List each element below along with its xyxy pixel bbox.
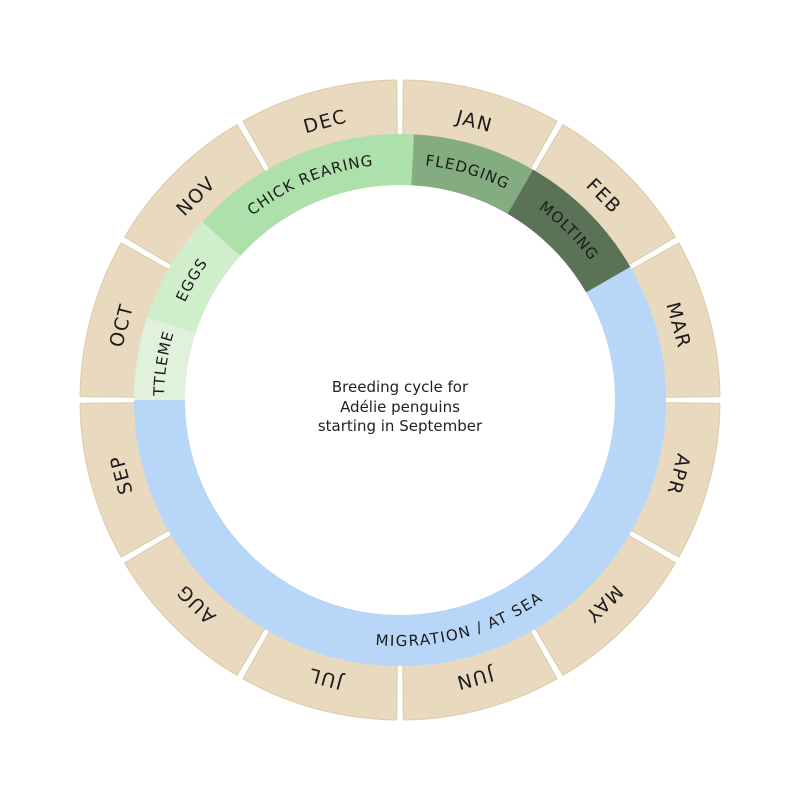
phase-segment-fledging xyxy=(411,134,533,214)
phase-segment-molting xyxy=(507,169,631,293)
phase-segment-settlement xyxy=(134,317,196,400)
center-caption-line-2: Adélie penguins xyxy=(340,398,460,416)
phase-segment-eggs xyxy=(147,222,241,334)
center-caption-line-3: starting in September xyxy=(318,417,483,435)
center-caption: Breeding cycle for Adélie penguins start… xyxy=(318,378,483,435)
phase-segment-migration xyxy=(133,267,666,667)
phase-segment-chick-rearing xyxy=(202,133,414,257)
center-caption-line-1: Breeding cycle for xyxy=(332,378,469,396)
